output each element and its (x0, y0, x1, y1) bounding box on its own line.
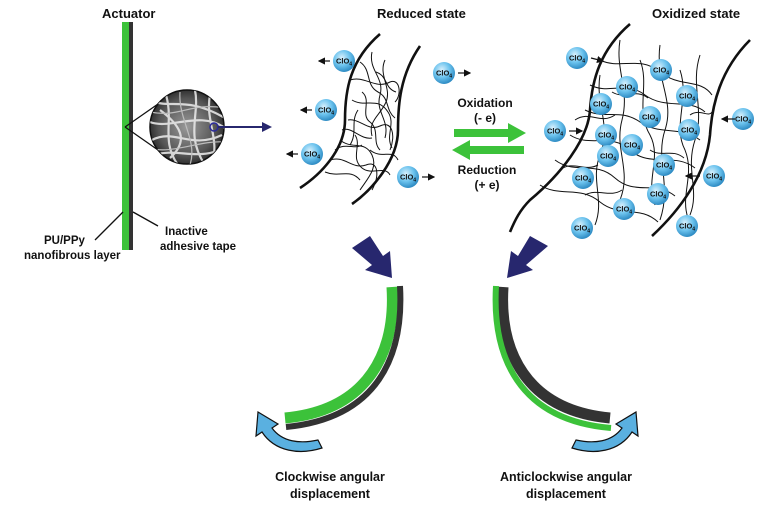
svg-text:ClO4: ClO4 (706, 172, 722, 183)
svg-text:ClO4: ClO4 (679, 92, 695, 103)
reduced-state-band (299, 33, 422, 206)
svg-text:ClO4: ClO4 (679, 222, 695, 233)
anticlockwise-caption-line1: Anticlockwise angular (500, 470, 632, 484)
perchlorate-ion-icon: ClO4 (621, 134, 643, 156)
svg-text:ClO4: ClO4 (642, 113, 658, 124)
zoom-lines (124, 103, 159, 151)
svg-text:ClO4: ClO4 (569, 54, 585, 65)
reduction-label: Reduction (458, 163, 517, 177)
perchlorate-ion-icon: ClO4 (616, 76, 638, 98)
oxidized-ions: ClO4 ClO4 ClO4 ClO4 ClO4 ClO4 ClO4 ClO4 … (544, 47, 754, 239)
navy-arrow-right (507, 236, 548, 278)
clockwise-rotation-icon (255, 410, 323, 453)
perchlorate-ion-icon: ClO4 (732, 108, 754, 130)
oxidized-state-band (508, 23, 751, 237)
svg-text:ClO4: ClO4 (318, 106, 334, 117)
svg-text:ClO4: ClO4 (600, 152, 616, 163)
reduction-electron-label: (+ e) (474, 178, 499, 192)
layer-label-line1: PU/PPy (44, 235, 86, 247)
svg-text:ClO4: ClO4 (336, 57, 352, 68)
svg-text:ClO4: ClO4 (735, 115, 751, 126)
svg-text:ClO4: ClO4 (598, 131, 614, 142)
clockwise-caption-line1: Clockwise angular (275, 470, 385, 484)
anticlockwise-caption-line2: displacement (526, 487, 607, 501)
svg-text:ClO4: ClO4 (400, 173, 416, 184)
svg-text:ClO4: ClO4 (656, 161, 672, 172)
perchlorate-ion-icon: ClO4 (647, 183, 669, 205)
navy-arrow-left (352, 236, 392, 278)
perchlorate-ion-icon: ClO4 (566, 47, 588, 69)
reduced-state-title: Reduced state (377, 6, 466, 21)
actuator-strip (122, 22, 133, 250)
svg-text:ClO4: ClO4 (575, 174, 591, 185)
perchlorate-ion-icon: ClO4 (597, 145, 619, 167)
clockwise-caption-line2: displacement (290, 487, 371, 501)
perchlorate-ion-icon: ClO4 (397, 166, 419, 188)
svg-text:ClO4: ClO4 (650, 190, 666, 201)
perchlorate-ion-icon: ClO4 (572, 167, 594, 189)
bent-actuator-anticlockwise (492, 285, 612, 431)
layer-label-line2: nanofibrous layer (24, 250, 121, 262)
perchlorate-ion-icon: ClO4 (590, 93, 612, 115)
reduced-ions: ClO4 ClO4 ClO4 ClO4 ClO4 (285, 50, 472, 188)
perchlorate-ion-icon: ClO4 (653, 154, 675, 176)
perchlorate-ion-icon: ClO4 (613, 198, 635, 220)
perchlorate-ion-icon: ClO4 (595, 124, 617, 146)
oxidation-label: Oxidation (457, 96, 512, 110)
tape-label-line1: Inactive (165, 226, 208, 238)
perchlorate-ion-icon: ClO4 (650, 59, 672, 81)
sem-micrograph-inset (149, 89, 225, 165)
actuator-title: Actuator (102, 6, 155, 21)
oxidized-state-title: Oxidized state (652, 6, 740, 21)
layer-pointer-lines (94, 211, 159, 241)
perchlorate-ion-icon: ClO4 (433, 62, 455, 84)
perchlorate-ion-icon: ClO4 (639, 106, 661, 128)
reduced-nanofibers (324, 51, 400, 191)
svg-text:ClO4: ClO4 (616, 205, 632, 216)
inset-pointer-arrow (218, 122, 272, 132)
svg-text:ClO4: ClO4 (547, 127, 563, 138)
perchlorate-ion-icon: ClO4 (301, 143, 323, 165)
svg-text:ClO4: ClO4 (574, 224, 590, 235)
svg-text:ClO4: ClO4 (304, 150, 320, 161)
svg-text:ClO4: ClO4 (681, 126, 697, 137)
perchlorate-ion-icon: ClO4 (703, 165, 725, 187)
svg-text:ClO4: ClO4 (624, 141, 640, 152)
perchlorate-ion-icon: ClO4 (678, 119, 700, 141)
perchlorate-ion-icon: ClO4 (676, 215, 698, 237)
perchlorate-ion-icon: ClO4 (333, 50, 355, 72)
svg-text:ClO4: ClO4 (619, 83, 635, 94)
perchlorate-ion-icon: ClO4 (315, 99, 337, 121)
oxidation-arrow (454, 123, 526, 143)
tape-label-line2: adhesive tape (160, 241, 236, 253)
perchlorate-ion-icon: ClO4 (544, 120, 566, 142)
svg-text:ClO4: ClO4 (653, 66, 669, 77)
svg-text:ClO4: ClO4 (436, 69, 452, 80)
perchlorate-ion-icon: ClO4 (676, 85, 698, 107)
anticlockwise-rotation-icon (571, 410, 639, 453)
svg-text:ClO4: ClO4 (593, 100, 609, 111)
bent-actuator-clockwise (284, 285, 404, 430)
reduction-arrow (452, 140, 524, 160)
perchlorate-ion-icon: ClO4 (571, 217, 593, 239)
oxidation-electron-label: (- e) (474, 111, 496, 125)
